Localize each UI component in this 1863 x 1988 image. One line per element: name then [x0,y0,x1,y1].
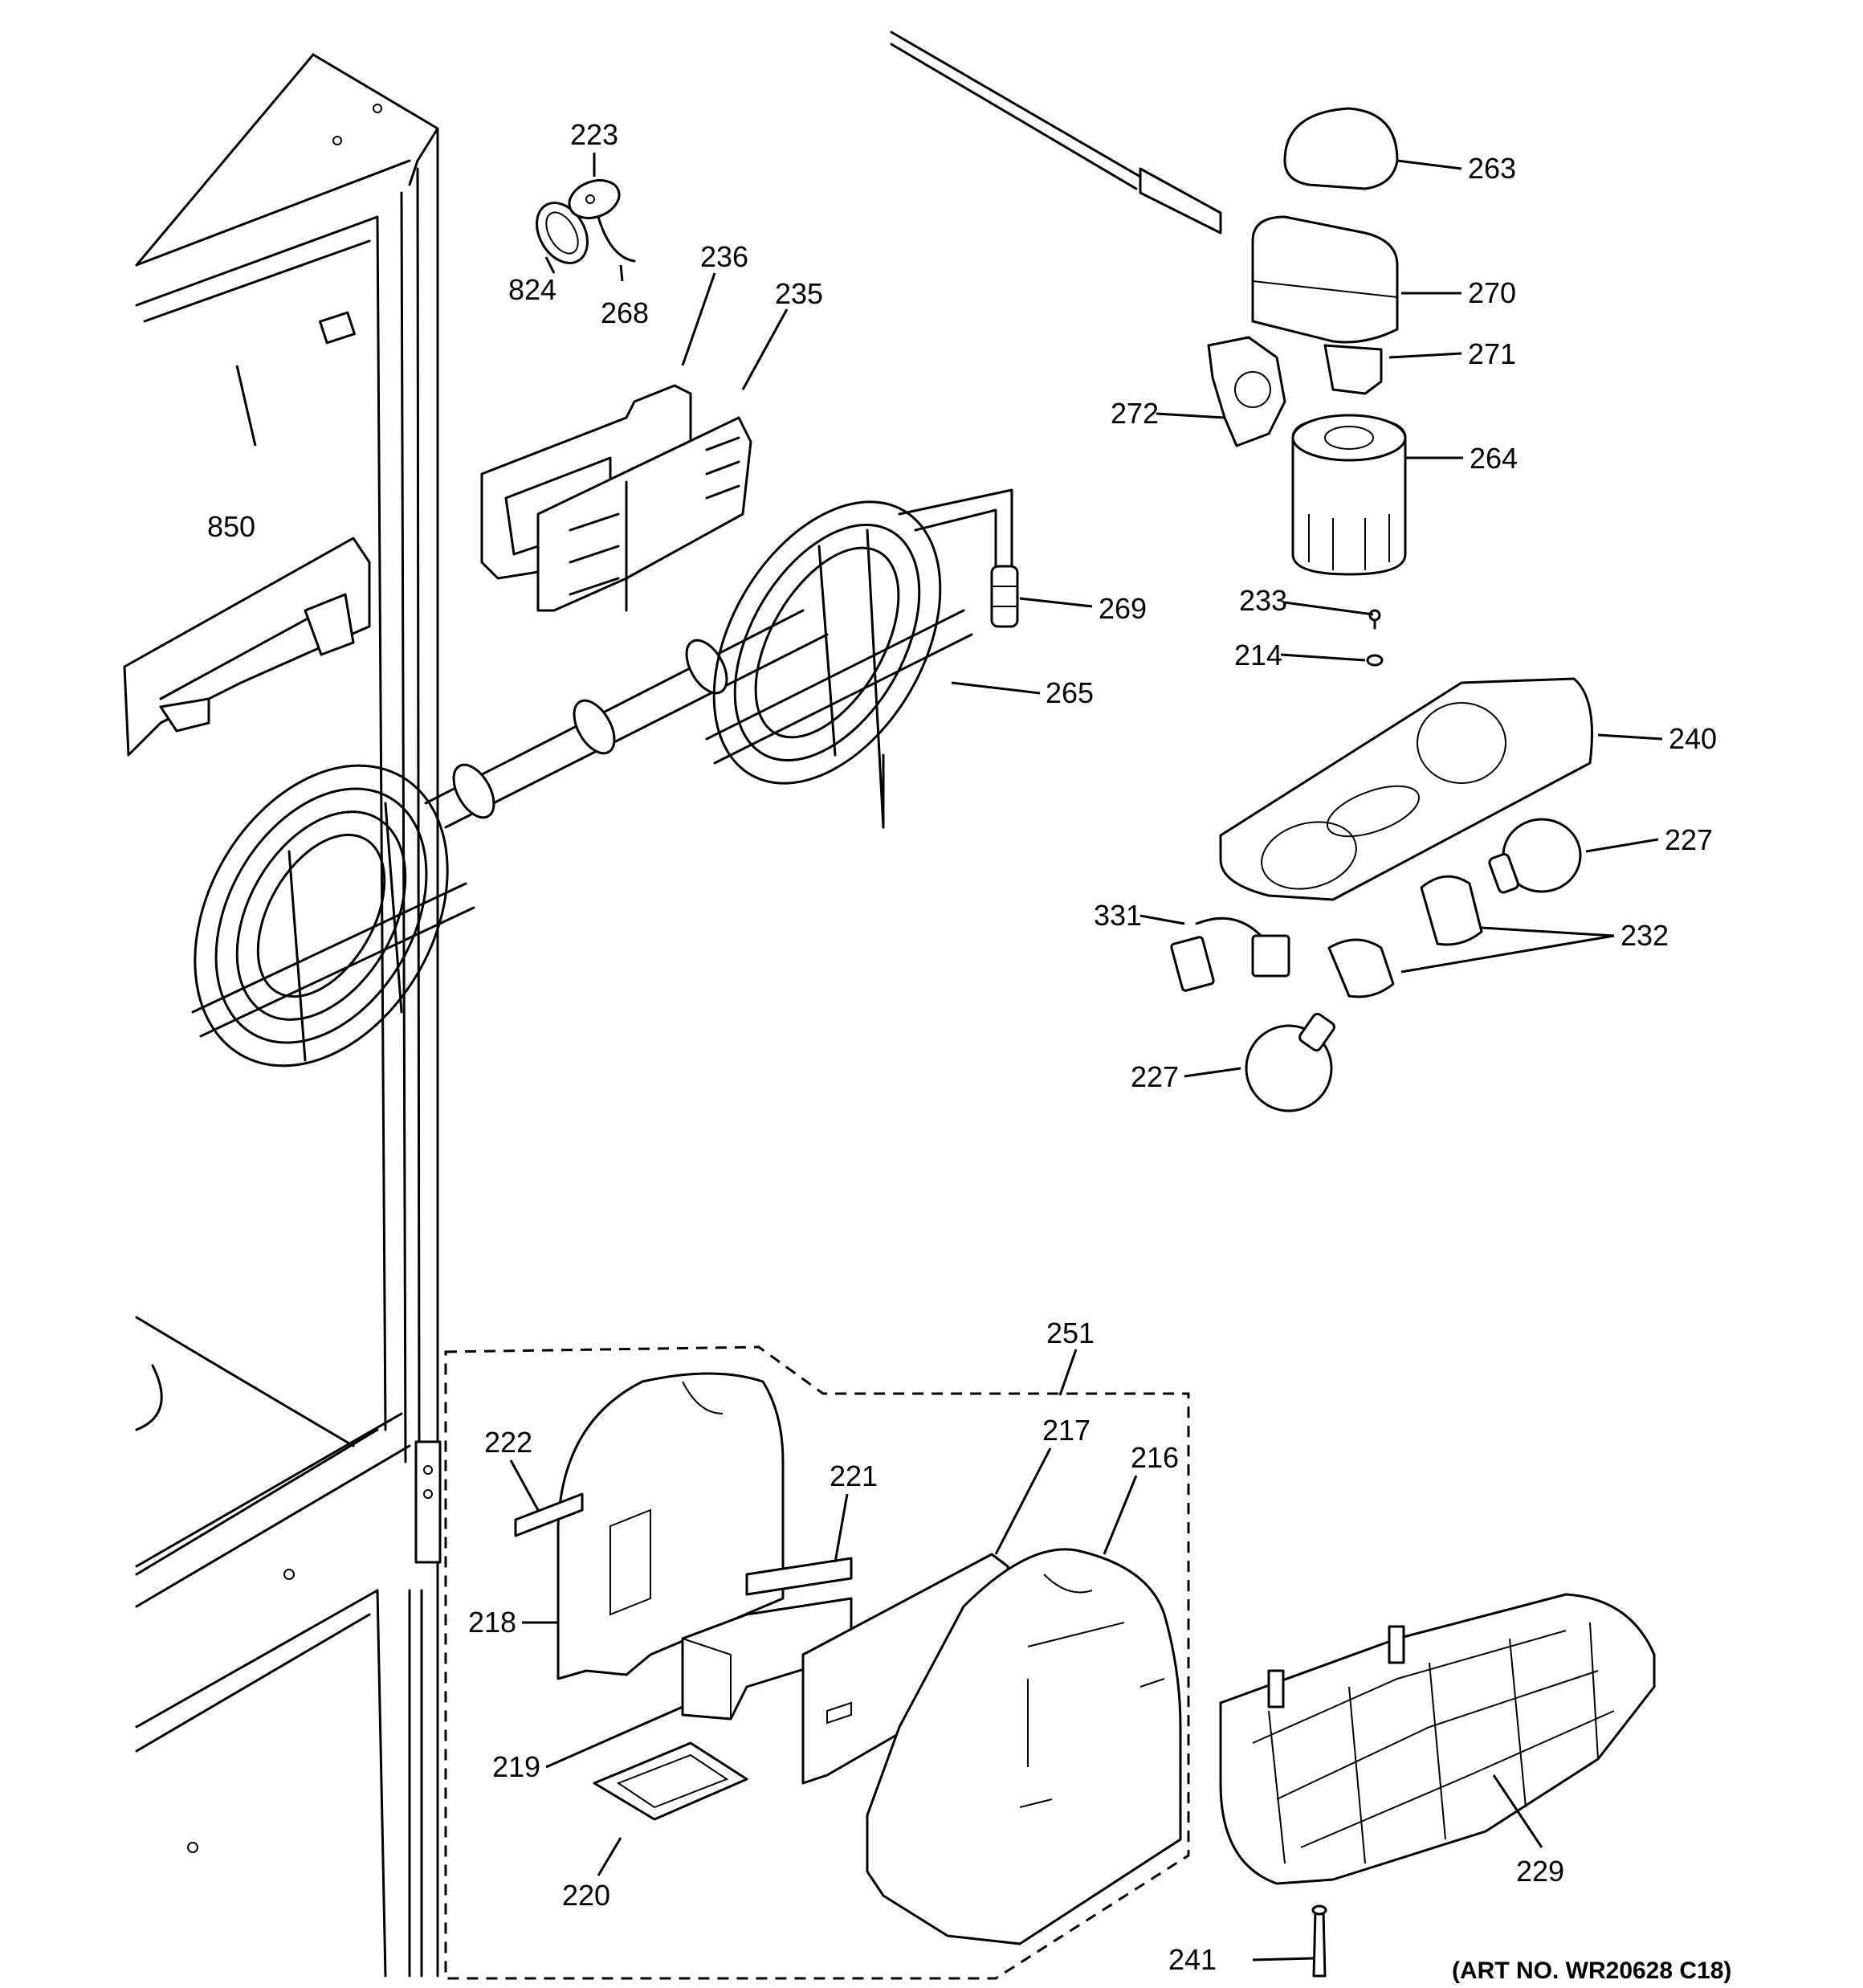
part-227-bulb-lower [1245,1012,1335,1112]
label-216: 216 [1131,1441,1179,1474]
label-222: 222 [484,1426,532,1459]
part-232-socket-upper [1420,875,1483,946]
label-223: 223 [570,118,618,151]
label-271: 271 [1468,337,1516,370]
label-241: 241 [1168,1943,1217,1976]
label-214: 214 [1234,639,1282,672]
cabinet-outline [135,53,442,1978]
label-236: 236 [700,240,748,273]
part-223-disc [568,179,621,219]
label-263: 263 [1468,152,1516,185]
label-221: 221 [830,1459,878,1492]
part-264-filter [1291,414,1407,576]
label-251: 251 [1046,1316,1095,1349]
label-265: 265 [1046,676,1094,709]
part-222-strip [514,1492,584,1537]
label-824: 824 [508,273,556,306]
label-227-lower: 227 [1131,1060,1179,1093]
part-218-bin [556,1372,785,1680]
leader-lines [235,153,1663,1961]
label-218: 218 [468,1606,516,1639]
label-331: 331 [1094,899,1142,932]
label-235: 235 [775,277,823,310]
label-227-upper: 227 [1665,823,1713,856]
part-229-basket [1219,1593,1656,1885]
label-232: 232 [1620,919,1669,952]
label-229: 229 [1516,1855,1564,1888]
label-269: 269 [1099,592,1147,625]
part-232-socket-lower [1327,938,1395,998]
part-241-screw [1311,1904,1327,1978]
label-272: 272 [1111,397,1159,430]
part-269-fitting [990,565,1019,628]
part-219-motor [681,1597,853,1721]
part-227-bulb-upper [1488,818,1582,894]
part-824-vent [536,202,589,264]
part-271-shroud [1323,344,1383,395]
kit-251-boundary [444,1345,1190,1980]
label-219: 219 [492,1750,540,1783]
part-331-harness [1170,916,1290,992]
part-263-cap [1283,107,1399,190]
label-270: 270 [1468,276,1516,309]
part-268-wire [597,215,636,263]
part-235-cover [536,416,752,612]
label-240: 240 [1669,722,1717,755]
label-233: 233 [1239,584,1287,617]
part-265-fill-tube [191,488,1013,1067]
part-216-housing [866,1548,1182,1945]
part-220-gasket [593,1741,748,1821]
label-268: 268 [601,296,649,329]
callout-labels: 223 824 268 236 235 850 263 270 271 272 … [207,118,1731,1984]
part-233-screw [1368,609,1381,630]
part-270-filter-head [1139,167,1399,344]
part-272-bracket [1207,336,1286,447]
label-850: 850 [207,510,255,543]
part-850-bracket [123,537,371,757]
label-264: 264 [1470,442,1518,475]
label-217: 217 [1042,1414,1090,1447]
part-214-nut [1366,654,1384,667]
supply-line [890,31,1142,190]
part-221-strip [745,1557,853,1596]
part-240-light-cover [1219,677,1593,901]
art-number: (ART NO. WR20628 C18) [1452,1957,1731,1984]
label-220: 220 [562,1879,610,1912]
